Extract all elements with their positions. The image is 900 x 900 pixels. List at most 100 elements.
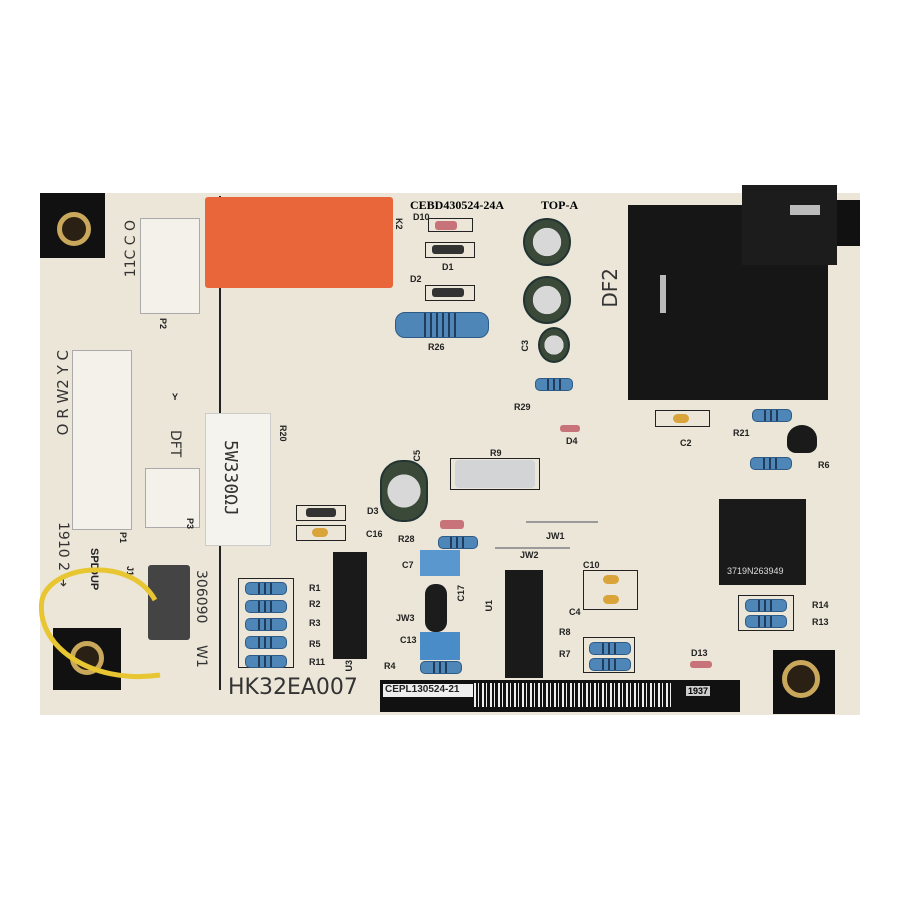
footprint <box>296 525 346 541</box>
label-c7: C7 <box>402 560 414 570</box>
label-r6: R6 <box>818 460 830 470</box>
resistor-r5 <box>245 636 287 649</box>
label-u3: U3 <box>344 660 354 672</box>
label-d13: D13 <box>691 648 708 658</box>
diode-d4 <box>560 425 580 432</box>
label-d4: D4 <box>566 436 578 446</box>
resistor-r1 <box>245 582 287 595</box>
label-jw3: JW3 <box>396 613 415 623</box>
capacitor-c7 <box>420 550 460 576</box>
resistor-r29 <box>535 378 573 391</box>
jumper-wire[interactable] <box>30 555 190 695</box>
resistor-r28 <box>438 536 478 549</box>
capacitor-c16 <box>312 528 328 537</box>
board-side-label: TOP-A <box>541 198 579 212</box>
resistor-r21 <box>752 409 792 422</box>
label-dft: DFT <box>167 430 183 458</box>
label-c5: C5 <box>412 450 422 462</box>
capacitor-c10 <box>603 575 619 584</box>
label-r20: R20 <box>278 425 288 442</box>
footprint <box>425 285 475 301</box>
label-jw2: JW2 <box>520 550 539 560</box>
resistor-r14 <box>745 599 787 612</box>
diode-d2 <box>432 288 464 297</box>
label-y: Y <box>172 392 179 402</box>
label-r8: R8 <box>559 627 571 637</box>
capacitor-c3 <box>538 327 570 363</box>
jumper-socket[interactable] <box>148 565 190 640</box>
diode <box>440 520 464 529</box>
resistor-r4 <box>420 661 462 674</box>
label-r13: R13 <box>812 617 829 627</box>
resistor-r9 <box>455 460 535 488</box>
yellow-wire[interactable] <box>38 567 161 679</box>
label-r28: R28 <box>398 534 415 544</box>
ic-u3 <box>333 552 367 659</box>
diode-d1 <box>432 245 464 254</box>
label-arrow: 1910 2 → <box>55 522 71 588</box>
label-r21: R21 <box>733 428 750 438</box>
label-k2: K2 <box>394 218 404 230</box>
resistor-r3 <box>245 618 287 631</box>
label-r5: R5 <box>309 639 321 649</box>
relay-k2 <box>205 197 393 288</box>
terminal-block <box>742 185 837 265</box>
diode-d13 <box>690 661 712 668</box>
power-resistor-r20 <box>205 413 271 546</box>
label-c2: C2 <box>680 438 692 448</box>
label-r9: R9 <box>490 448 502 458</box>
footprint <box>450 458 540 490</box>
label-r14: R14 <box>812 600 829 610</box>
resistor-r26 <box>395 312 489 338</box>
jumper-jw1 <box>526 521 598 523</box>
diode-d10 <box>435 221 457 230</box>
connector-p2 <box>140 218 200 314</box>
footprint <box>738 595 794 631</box>
capacitor-c4 <box>603 595 619 604</box>
label-c17: C17 <box>456 585 466 602</box>
label-c10: C10 <box>583 560 600 570</box>
p1-pin-labels: O R W2 Y C <box>54 350 72 436</box>
label-d2: D2 <box>410 274 422 284</box>
label-r26: R26 <box>428 342 445 352</box>
resistor-r13 <box>745 615 787 628</box>
spade-terminal <box>790 205 820 215</box>
label-c16: C16 <box>366 529 383 539</box>
label-p2: P2 <box>158 318 168 330</box>
label-c4: C4 <box>569 607 581 617</box>
resistor-rating: 5W330ΩJ <box>220 440 241 516</box>
barcode <box>474 683 674 707</box>
footprint <box>296 505 346 521</box>
resistor-r6 <box>750 457 792 470</box>
capacitor-c5 <box>380 460 428 522</box>
label-c3: C3 <box>520 340 530 352</box>
label-r3: R3 <box>309 618 321 628</box>
label-r11: R11 <box>309 657 326 667</box>
label-d3: D3 <box>367 506 379 516</box>
label-r2: R2 <box>309 599 321 609</box>
integrated-circuit <box>719 499 806 585</box>
ic-u1 <box>505 570 543 678</box>
capacitor-c2 <box>673 414 689 423</box>
label-r1: R1 <box>309 583 321 593</box>
chip-marking: 3719N263949 <box>727 566 784 576</box>
board-part-number: CEBD430524-24A <box>410 198 505 212</box>
footprint <box>583 570 638 610</box>
spade-terminal <box>660 275 666 313</box>
connector-p1 <box>72 350 132 530</box>
label-r7: R7 <box>559 649 571 659</box>
board-side-code: 306090 <box>193 570 209 624</box>
capacitor-c13 <box>420 632 460 660</box>
mounting-hole <box>57 212 91 246</box>
label-r4: R4 <box>384 661 396 671</box>
resistor-r7 <box>589 658 631 671</box>
label-w1: W1 <box>193 645 209 668</box>
electrolytic-capacitor <box>523 276 571 324</box>
label-p3: P3 <box>185 518 195 530</box>
label-p1: P1 <box>118 532 128 544</box>
connector-p3 <box>145 468 200 528</box>
date-code: 1937 <box>686 686 711 696</box>
footprint <box>655 410 710 427</box>
electrolytic-capacitor <box>523 218 571 266</box>
footprint <box>583 637 635 673</box>
